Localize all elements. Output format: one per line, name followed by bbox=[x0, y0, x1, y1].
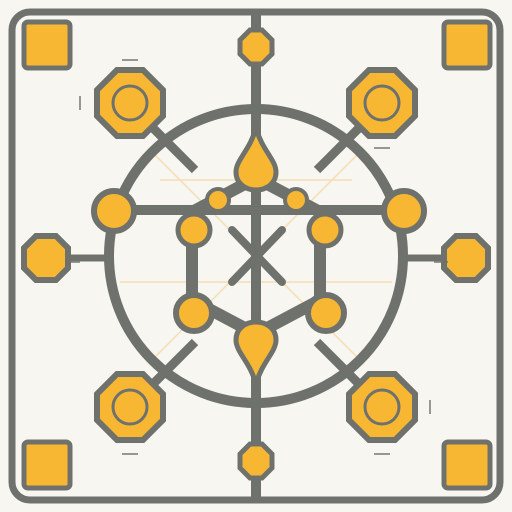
octagon-node-bottom-left[interactable] bbox=[94, 371, 166, 443]
side-node-left[interactable] bbox=[21, 233, 71, 283]
hex-node-top-right[interactable] bbox=[283, 187, 309, 213]
corner-square-bottom-right[interactable] bbox=[441, 439, 493, 491]
x-mark-icon bbox=[228, 226, 286, 286]
bar-node-left[interactable] bbox=[91, 188, 137, 234]
teardrop-node-bottom[interactable] bbox=[233, 319, 279, 394]
hex-node-mid-right[interactable] bbox=[306, 211, 344, 249]
hex-node-top-left[interactable] bbox=[205, 187, 231, 213]
corner-square-bottom-left[interactable] bbox=[21, 439, 73, 491]
spine-node-top[interactable] bbox=[237, 27, 275, 67]
spine-node-bottom[interactable] bbox=[237, 441, 275, 481]
teardrop-node-top[interactable] bbox=[233, 118, 279, 193]
hex-node-mid-left[interactable] bbox=[175, 211, 213, 249]
bar-node-right[interactable] bbox=[381, 188, 427, 234]
decorative-ticks bbox=[66, 59, 448, 455]
outer-frame bbox=[8, 8, 504, 504]
octagon-node-top-left[interactable] bbox=[94, 67, 166, 139]
octagon-node-top-right[interactable] bbox=[346, 67, 418, 139]
hex-node-bottom-right[interactable] bbox=[305, 292, 347, 334]
side-node-right[interactable] bbox=[441, 233, 491, 283]
octagon-node-bottom-right[interactable] bbox=[346, 371, 418, 443]
corner-square-top-left[interactable] bbox=[21, 19, 73, 71]
hex-node-bottom-left[interactable] bbox=[173, 292, 215, 334]
corner-square-top-right[interactable] bbox=[441, 19, 493, 71]
